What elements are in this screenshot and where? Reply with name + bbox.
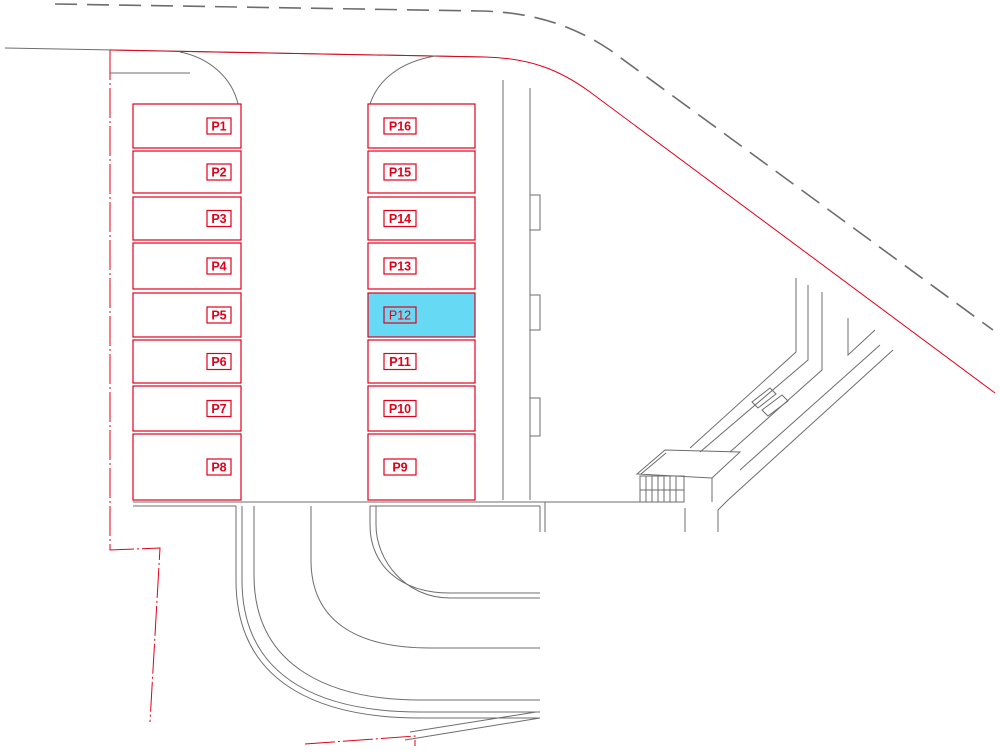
parking-lot-label: P12 — [389, 309, 411, 323]
parking-lot-box — [367, 103, 476, 149]
parking-lot-tag — [383, 209, 417, 228]
parking-lot-p1[interactable]: P1 — [132, 103, 242, 149]
column-1 — [529, 194, 541, 231]
parking-lot-tag — [206, 209, 232, 228]
parking-lot-tag — [206, 306, 232, 324]
parking-lot-p7[interactable]: P7 — [132, 385, 242, 432]
parking-lot-tag — [383, 458, 417, 476]
parking-lot-label: P13 — [389, 260, 411, 274]
parking-lot-tag — [206, 117, 232, 135]
ground-line — [133, 501, 640, 532]
parking-lot-tag — [383, 257, 417, 275]
parking-lot-label: P6 — [211, 355, 226, 369]
parking-lot-p13[interactable]: P13 — [367, 242, 476, 290]
parking-lot-p12[interactable]: P12 — [367, 292, 476, 338]
parking-lot-p9[interactable]: P9 — [367, 433, 476, 501]
site-boundary-bottom — [304, 735, 416, 746]
parking-lot-label: P4 — [211, 260, 226, 274]
parking-lot-p11[interactable]: P11 — [367, 339, 476, 384]
dashed-road-line — [54, 3, 994, 331]
walkway-lines — [502, 80, 531, 500]
parking-lot-tag — [383, 306, 417, 324]
stair-treads — [639, 475, 685, 503]
parking-lot-tag — [383, 163, 417, 181]
column-2 — [529, 294, 541, 331]
site-boundary — [109, 49, 996, 394]
parking-lot-label: P15 — [389, 166, 411, 180]
parking-lot-p3[interactable]: P3 — [132, 196, 242, 241]
parking-lot-label: P8 — [211, 461, 226, 475]
parking-lot-p10[interactable]: P10 — [367, 385, 476, 432]
parking-lot-label: P3 — [211, 212, 226, 226]
parking-lot-tag — [206, 458, 232, 476]
parking-lot-label: P1 — [211, 120, 226, 134]
driveway-core — [369, 506, 540, 594]
parking-lot-label: P5 — [211, 309, 226, 323]
parking-lot-tag — [383, 399, 417, 418]
parking-lot-label: P16 — [389, 120, 411, 134]
parking-lot-p2[interactable]: P2 — [132, 150, 242, 194]
stair-landing — [635, 449, 742, 502]
driveway-core-2 — [375, 506, 540, 599]
column-3 — [529, 397, 541, 437]
parking-lot-tag — [206, 163, 232, 181]
parking-lot-label: P10 — [389, 402, 411, 416]
driveway-outer — [235, 506, 540, 719]
site-boundary-left — [109, 50, 161, 723]
ramp-structure — [684, 278, 894, 532]
curb-arc-left — [110, 51, 239, 105]
driveway-inner — [310, 506, 540, 649]
parking-lot-p5[interactable]: P5 — [132, 292, 242, 338]
driveway-mid — [253, 506, 540, 701]
curb-arc-right — [369, 55, 436, 105]
parking-lot-label: P14 — [389, 212, 411, 226]
parking-lot-p6[interactable]: P6 — [132, 339, 242, 384]
parking-lot-p14[interactable]: P14 — [367, 196, 476, 241]
driveway-outer-2 — [241, 506, 540, 713]
parking-lot-p4[interactable]: P4 — [132, 242, 242, 290]
parking-lot-label: P2 — [211, 166, 226, 180]
parking-lot-tag — [206, 257, 232, 275]
parking-lot-p16[interactable]: P16 — [367, 103, 476, 149]
parking-lot-label: P11 — [389, 355, 411, 369]
ramp-rails — [751, 387, 789, 417]
parking-lot-tag — [206, 352, 232, 371]
parking-lot-tag — [383, 117, 417, 135]
driveway-exit — [404, 711, 541, 741]
parking-lot-tag — [206, 399, 232, 418]
parking-lot-tag — [383, 352, 417, 371]
parking-lot-label: P7 — [211, 402, 226, 416]
parking-lot-p15[interactable]: P15 — [367, 150, 476, 194]
parking-lot-p8[interactable]: P8 — [132, 433, 242, 501]
parking-lot-label: P9 — [392, 461, 407, 475]
